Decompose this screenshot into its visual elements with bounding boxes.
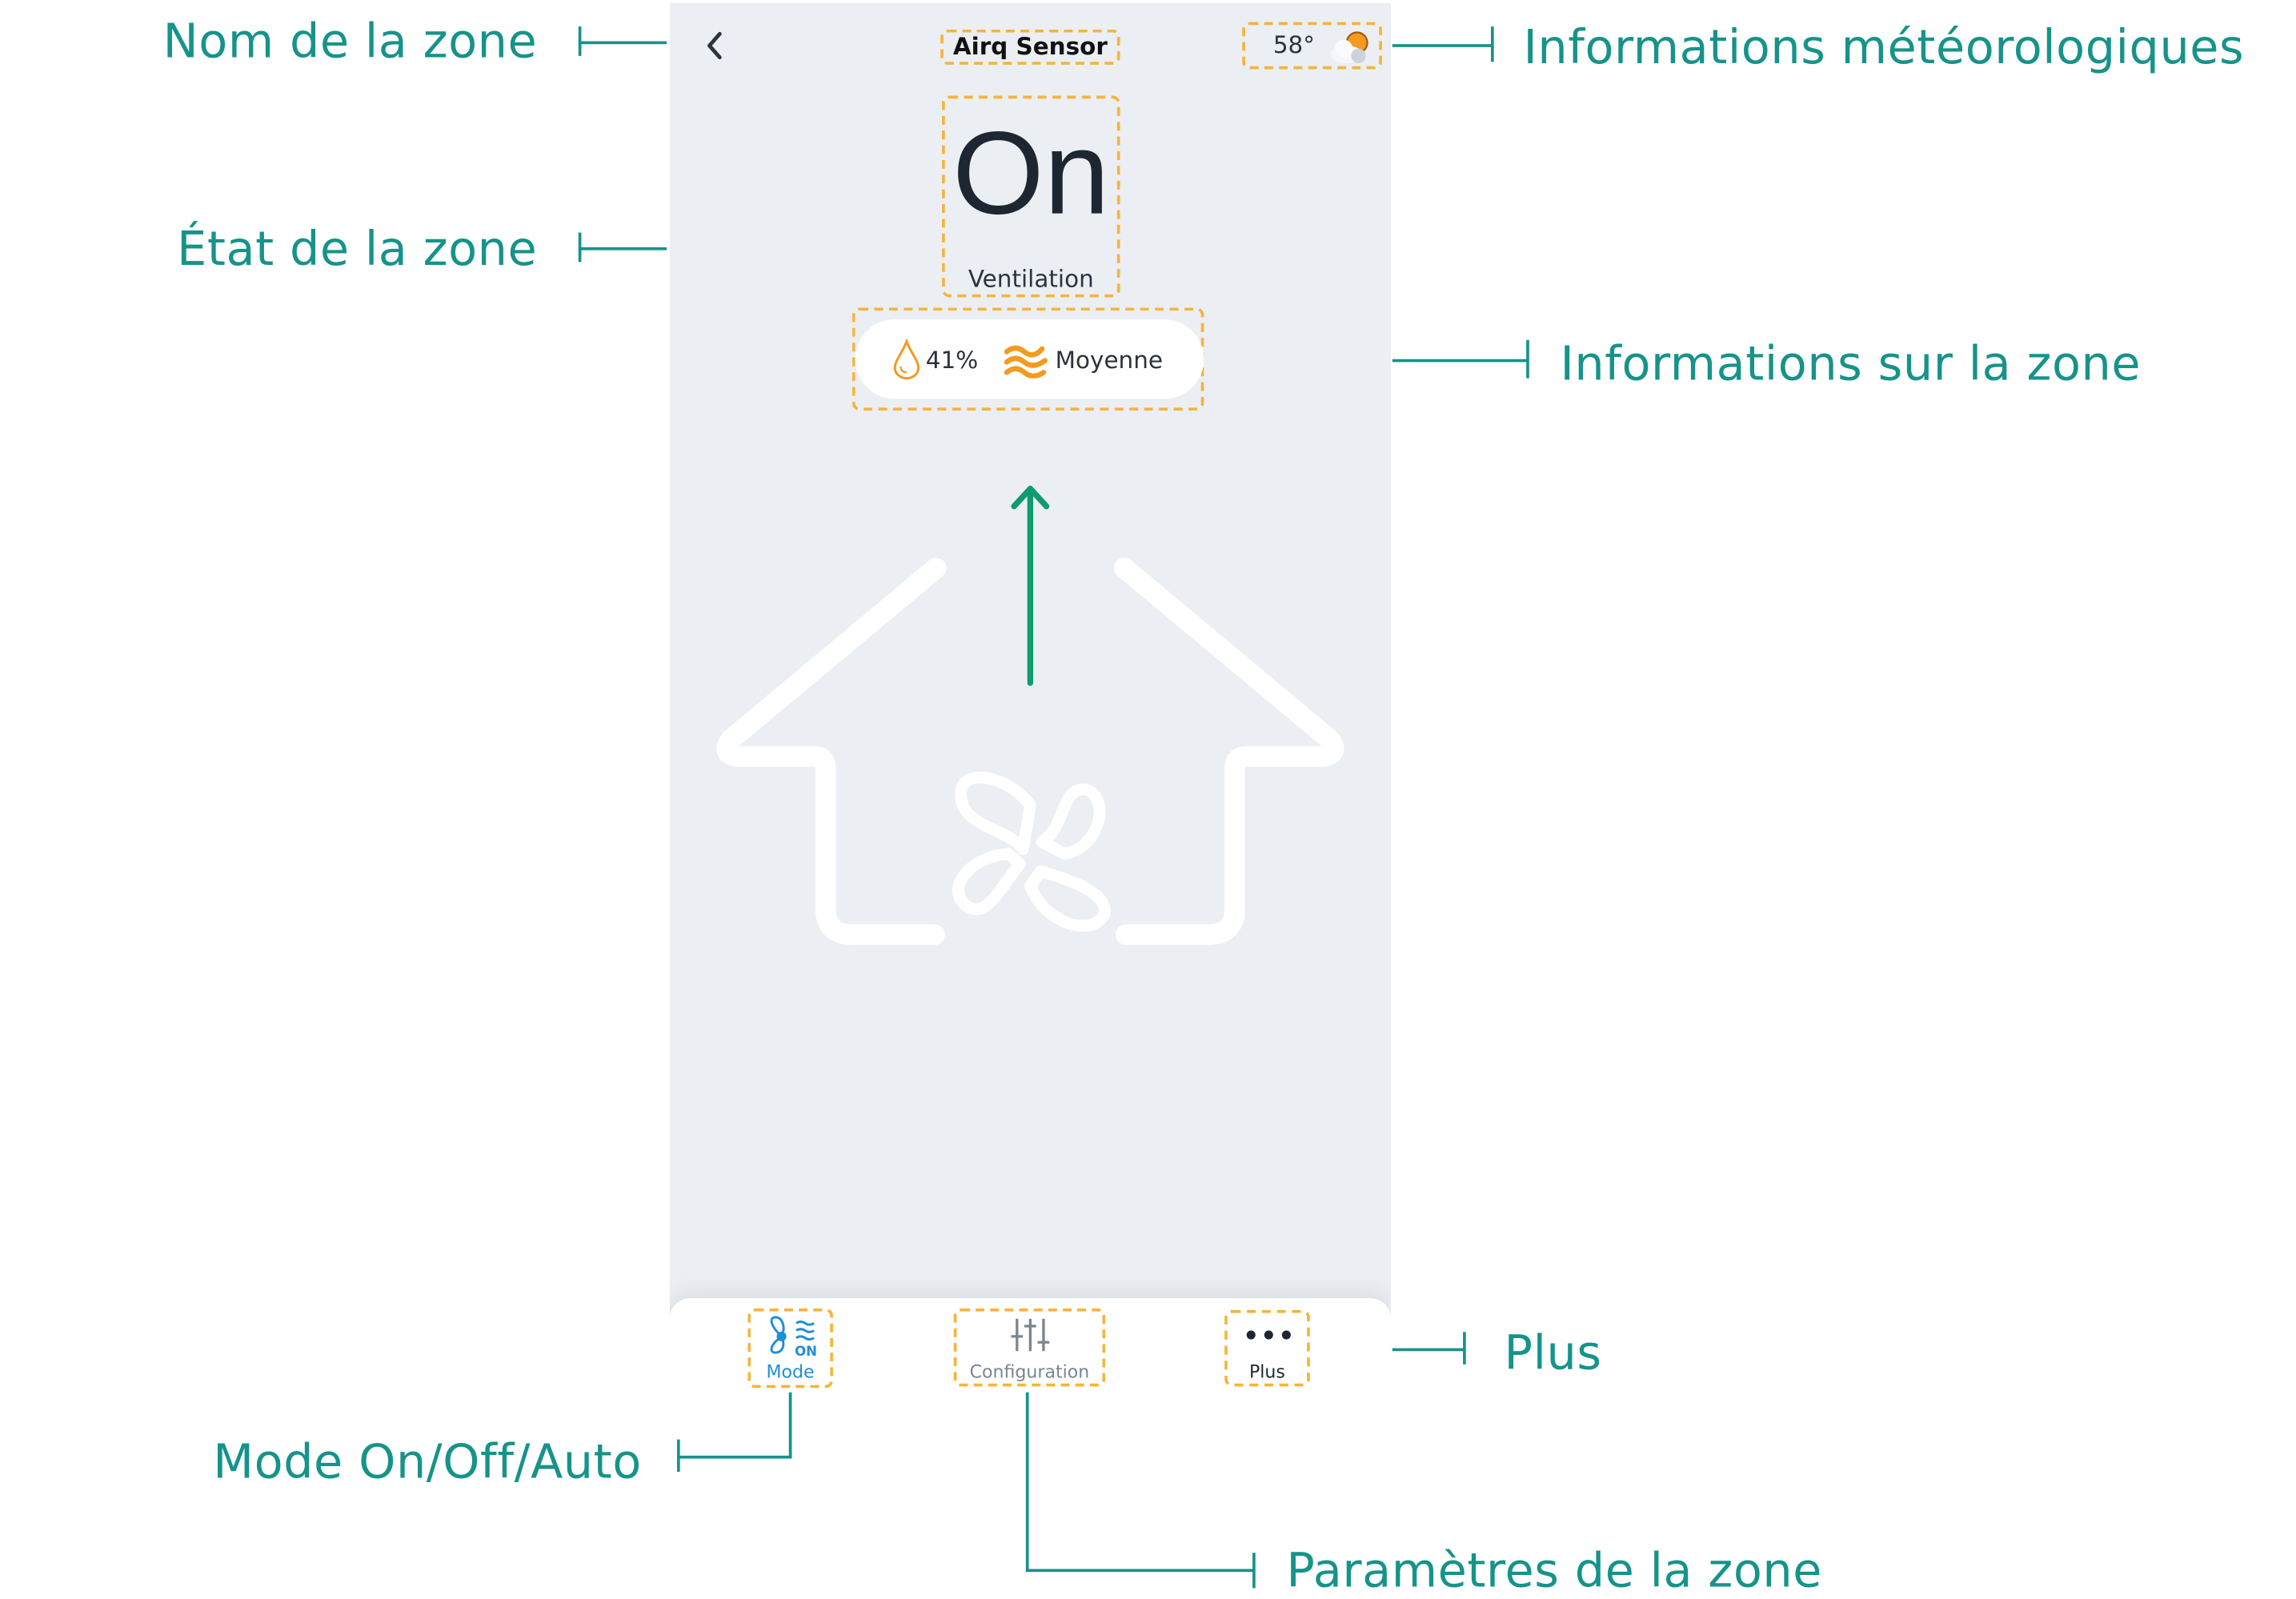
annotation-zone-name: Nom de la zone [162, 13, 538, 70]
bottom-nav-bar: ON Mode Configuration Plus [669, 1298, 1391, 1396]
mode-highlight [747, 1308, 833, 1389]
mode-on-badge: ON [795, 1344, 817, 1359]
annotation-zone-state: État de la zone [177, 220, 538, 277]
zone-screen: Airq Sensor 58° On Ventilation 41% Moyen… [669, 2, 1391, 1396]
zone-state-label: Ventilation [968, 265, 1094, 293]
annotation-mode: Mode On/Off/Auto [213, 1433, 642, 1490]
nav-configuration-label: Configuration [969, 1361, 1090, 1382]
connector [578, 246, 667, 250]
connector [1526, 339, 1529, 379]
connector [1025, 1392, 1028, 1573]
more-dots-icon [1246, 1330, 1291, 1340]
fan-icon [952, 771, 1111, 932]
nav-plus-label: Plus [1248, 1361, 1285, 1382]
connector [578, 26, 581, 56]
connector [578, 41, 667, 44]
connector [1392, 1348, 1465, 1351]
nav-mode-button[interactable]: ON Mode [747, 1308, 833, 1388]
connector [578, 232, 581, 262]
annotation-zone-settings: Paramètres de la zone [1286, 1542, 1823, 1599]
nav-configuration-button[interactable]: Configuration [954, 1308, 1105, 1386]
annotation-zone-info: Informations sur la zone [1560, 335, 2142, 392]
sliders-icon [1011, 1318, 1050, 1352]
weather-temperature: 58° [1272, 30, 1315, 59]
zone-info-pill [855, 319, 1204, 399]
plus-highlight [1224, 1309, 1310, 1387]
connector [1252, 1553, 1255, 1589]
zone-state-value: On [952, 107, 1110, 238]
connector [1392, 359, 1528, 362]
humidity-value: 41% [925, 346, 979, 375]
zone-state-highlight [942, 95, 1120, 298]
partly-cloudy-icon [1330, 31, 1368, 64]
connector [1463, 1332, 1465, 1365]
chevron-left-icon[interactable] [702, 30, 725, 62]
annotation-more: Plus [1504, 1324, 1602, 1381]
annotation-weather-info: Informations météorologiques [1523, 18, 2245, 75]
connector [1491, 26, 1493, 62]
humidity-drop-icon [893, 338, 920, 380]
connector [676, 1439, 679, 1473]
air-quality-icon [1004, 345, 1048, 379]
connector [676, 1455, 792, 1458]
nav-mode-label: Mode [766, 1361, 815, 1382]
airflow-arrow-icon [1011, 485, 1050, 687]
connector [1025, 1569, 1254, 1572]
configuration-highlight [953, 1308, 1106, 1387]
connector [1392, 44, 1493, 46]
nav-plus-button[interactable]: Plus [1224, 1310, 1310, 1387]
zone-title: Airq Sensor [952, 32, 1108, 61]
connector [788, 1392, 791, 1457]
fan-mode-icon: ON [770, 1316, 817, 1359]
air-quality-value: Moyenne [1055, 346, 1163, 375]
ventilation-house-graphic [716, 485, 1344, 945]
zone-name-highlight [940, 29, 1120, 65]
weather-highlight [1242, 22, 1382, 70]
house-outline-icon [716, 558, 1344, 945]
